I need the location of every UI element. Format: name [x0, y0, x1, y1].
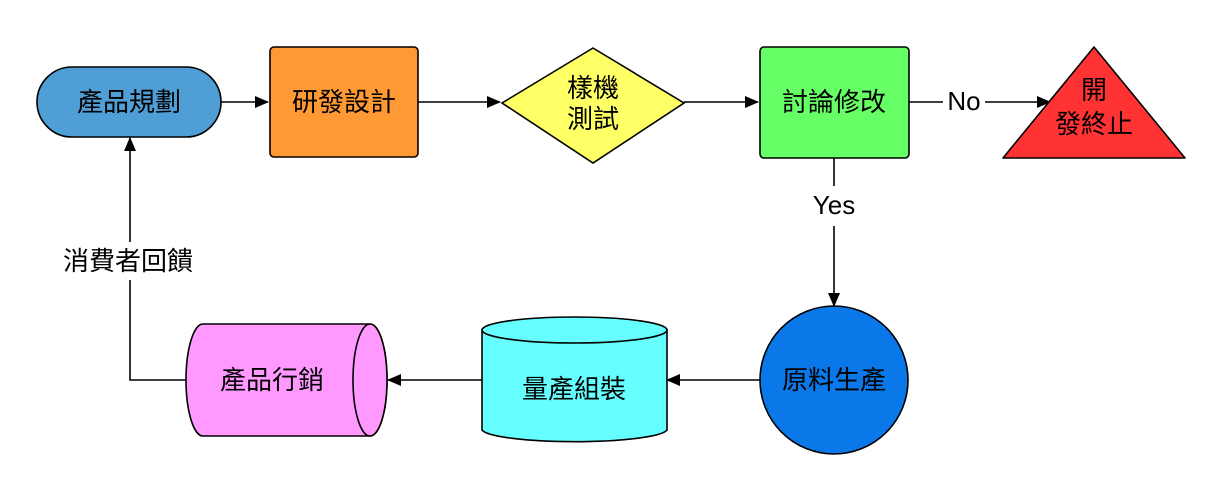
node-prototype-test-label-line2: 測試 — [567, 105, 619, 135]
node-development-stop-label-line1: 開 — [1081, 76, 1107, 106]
edge-label-yes: Yes — [813, 190, 855, 220]
node-mass-assembly-label: 量產組裝 — [522, 375, 626, 405]
node-product-marketing-label: 產品行銷 — [220, 366, 324, 396]
node-development-stop-label-line2: 發終止 — [1055, 110, 1133, 140]
node-material-production-shape — [759, 305, 909, 455]
node-product-marketing-end — [352, 323, 388, 437]
node-product-planning[interactable]: 產品規劃 — [36, 66, 222, 138]
node-mass-assembly[interactable]: 量產組裝 — [481, 316, 668, 443]
node-discussion-revision-label: 討論修改 — [782, 88, 886, 118]
node-development-stop[interactable]: 開 發終止 — [1002, 46, 1186, 159]
node-material-production[interactable]: 原料生產 — [759, 305, 909, 455]
node-rd-design-label: 研發設計 — [292, 88, 396, 118]
node-prototype-test[interactable]: 樣機 測試 — [500, 47, 686, 164]
node-prototype-test-shape — [500, 47, 686, 164]
node-product-marketing[interactable]: 產品行銷 — [185, 323, 388, 437]
node-development-stop-shape — [1002, 46, 1186, 159]
node-discussion-revision-shape — [759, 46, 910, 159]
node-mass-assembly-top — [481, 316, 668, 344]
edge-feedback-bottom — [129, 280, 188, 381]
node-rd-design[interactable]: 研發設計 — [269, 46, 419, 158]
node-product-planning-shape — [36, 66, 222, 138]
node-rd-design-shape — [269, 46, 419, 158]
edge-label-no: No — [947, 86, 980, 116]
node-discussion-revision[interactable]: 討論修改 — [759, 46, 910, 159]
node-material-production-label: 原料生產 — [782, 366, 886, 396]
edge-label-feedback: 消費者回饋 — [63, 247, 193, 277]
node-product-planning-label: 產品規劃 — [77, 88, 181, 118]
edges — [124, 96, 1051, 386]
node-prototype-test-label-line1: 樣機 — [567, 74, 619, 104]
node-mass-assembly-body — [481, 329, 668, 443]
